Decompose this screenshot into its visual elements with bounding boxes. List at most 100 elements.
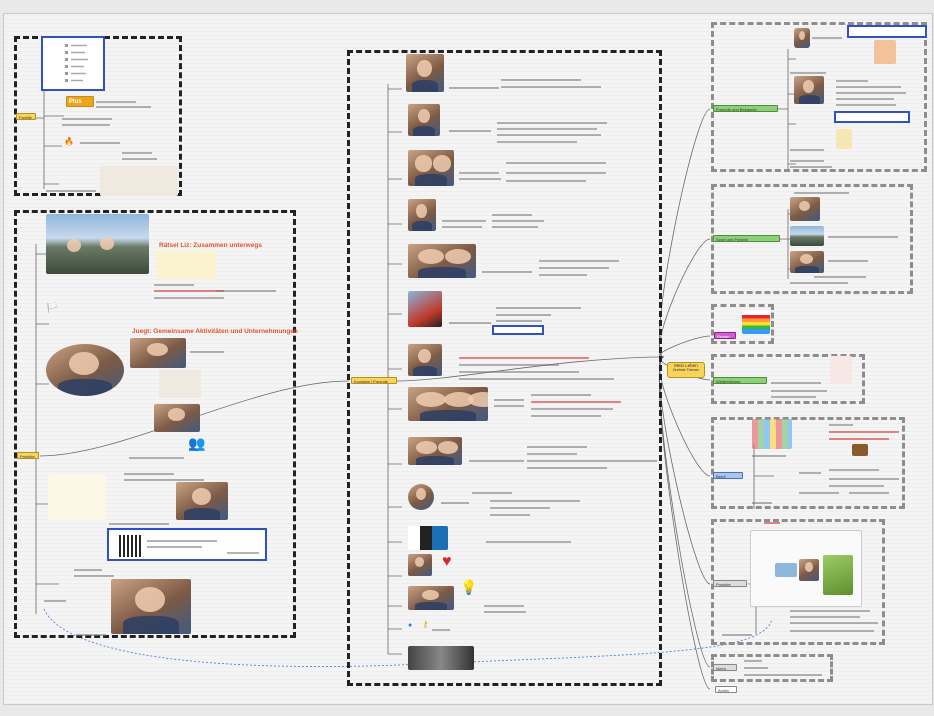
node-contacts[interactable]: Kontakte / Freunde	[351, 377, 397, 384]
legend-box	[41, 36, 105, 91]
text-line	[496, 307, 581, 309]
contact-photo[interactable]	[406, 54, 444, 92]
contact-photo[interactable]	[408, 387, 488, 421]
text-line	[836, 104, 896, 106]
contact-photo[interactable]	[408, 104, 440, 136]
text-line	[494, 399, 524, 401]
contact-photo[interactable]	[408, 344, 442, 376]
screenshot-photo	[799, 559, 819, 581]
contact-photo[interactable]	[408, 150, 454, 186]
lightbulb-icon: 💡	[460, 579, 478, 595]
cluster-contacts	[347, 50, 662, 686]
text-line	[799, 472, 821, 474]
node-archive[interactable]: Archiv	[715, 686, 737, 693]
text-line	[482, 271, 532, 273]
text-line	[799, 492, 839, 494]
text-line	[539, 267, 609, 269]
node-work[interactable]: Beruf	[713, 472, 743, 479]
text-line	[790, 160, 824, 162]
text-line	[497, 128, 597, 130]
legend-list	[65, 44, 88, 82]
contact-photo[interactable]	[408, 484, 434, 510]
node-sport[interactable]: Sport und Freizeit	[713, 235, 780, 242]
web-screenshot[interactable]	[750, 530, 862, 607]
kids-photo[interactable]	[154, 404, 200, 432]
text-line	[62, 124, 110, 126]
contact-photo[interactable]	[408, 554, 432, 576]
mindmap-canvas[interactable]: Familie Plus 🔥 Rätsel Liz: Zusammen unte…	[3, 13, 933, 705]
team-photo[interactable]	[176, 482, 228, 520]
sport-photo[interactable]	[790, 226, 824, 246]
text-line	[449, 87, 499, 89]
node-family[interactable]: Familie	[16, 113, 36, 120]
text-line	[124, 479, 204, 481]
contact-photo[interactable]	[408, 586, 454, 610]
text-line	[790, 610, 870, 612]
node-ideas[interactable]: Ideen	[713, 664, 737, 671]
root-sublabel: Zentrale Themen	[672, 368, 700, 372]
logo-image[interactable]	[852, 444, 868, 456]
text-line	[96, 101, 136, 103]
document-photos[interactable]	[100, 166, 178, 196]
qr-box[interactable]	[107, 528, 267, 561]
text-line	[442, 226, 482, 228]
text-line	[484, 605, 524, 607]
friend-photo[interactable]	[794, 76, 824, 104]
text-line	[129, 457, 184, 459]
friend-photo[interactable]	[794, 28, 810, 48]
link-box[interactable]	[847, 25, 927, 38]
sport-photo[interactable]	[790, 251, 824, 273]
text-line	[829, 485, 884, 487]
flame-icon: 🔥	[64, 137, 74, 146]
text-line	[836, 80, 868, 82]
text-line	[490, 500, 580, 502]
text-line	[147, 540, 217, 542]
link-box[interactable]	[834, 111, 910, 123]
node-education[interactable]: Weiterbildung	[713, 377, 767, 384]
node-projects-right[interactable]: Projekte	[713, 580, 747, 587]
screenshot-photo	[775, 563, 797, 577]
text-line	[836, 92, 906, 94]
qr-code	[119, 535, 141, 557]
text-line	[44, 600, 66, 602]
contact-photo[interactable]	[408, 646, 474, 670]
contact-photo[interactable]	[408, 244, 476, 278]
contact-photo[interactable]	[408, 199, 436, 231]
text-line	[506, 180, 586, 182]
root-label: Mein Leben	[674, 363, 698, 368]
family-photo[interactable]	[111, 579, 191, 634]
text-line	[829, 424, 853, 426]
contact-photo[interactable]	[408, 291, 442, 327]
node-travel[interactable]: Reisen	[714, 332, 736, 339]
kids-illustration[interactable]	[48, 474, 106, 520]
text-line	[486, 541, 571, 543]
text-line	[124, 473, 174, 475]
text-line	[829, 438, 889, 440]
rainbow-icon	[742, 310, 770, 334]
text-line	[531, 394, 591, 396]
text-line	[497, 134, 601, 136]
node-projects-left[interactable]: Projekte	[17, 452, 39, 459]
activity-photo[interactable]	[130, 338, 186, 368]
root-node[interactable]: Mein Leben Zentrale Themen	[667, 362, 705, 378]
contact-photo[interactable]	[408, 437, 462, 465]
group-photo[interactable]	[46, 344, 124, 396]
note-image[interactable]	[156, 251, 216, 279]
mountain-photo[interactable]	[46, 214, 149, 274]
link-box[interactable]	[492, 325, 544, 335]
document-image[interactable]	[874, 40, 896, 64]
text-line	[539, 274, 587, 276]
sport-photo[interactable]	[790, 197, 820, 221]
node-friends[interactable]: Freunde und Bekannte	[713, 105, 778, 112]
text-line	[539, 260, 619, 262]
text-line	[836, 98, 894, 100]
craft-photo[interactable]	[159, 370, 201, 398]
text-line	[492, 220, 544, 222]
text-line	[154, 297, 224, 299]
note-image[interactable]	[836, 129, 852, 149]
chart-image[interactable]	[830, 356, 852, 384]
text-line	[496, 320, 542, 322]
cluster-work	[711, 417, 905, 509]
logo-image[interactable]	[408, 526, 448, 550]
text-line	[469, 460, 524, 462]
